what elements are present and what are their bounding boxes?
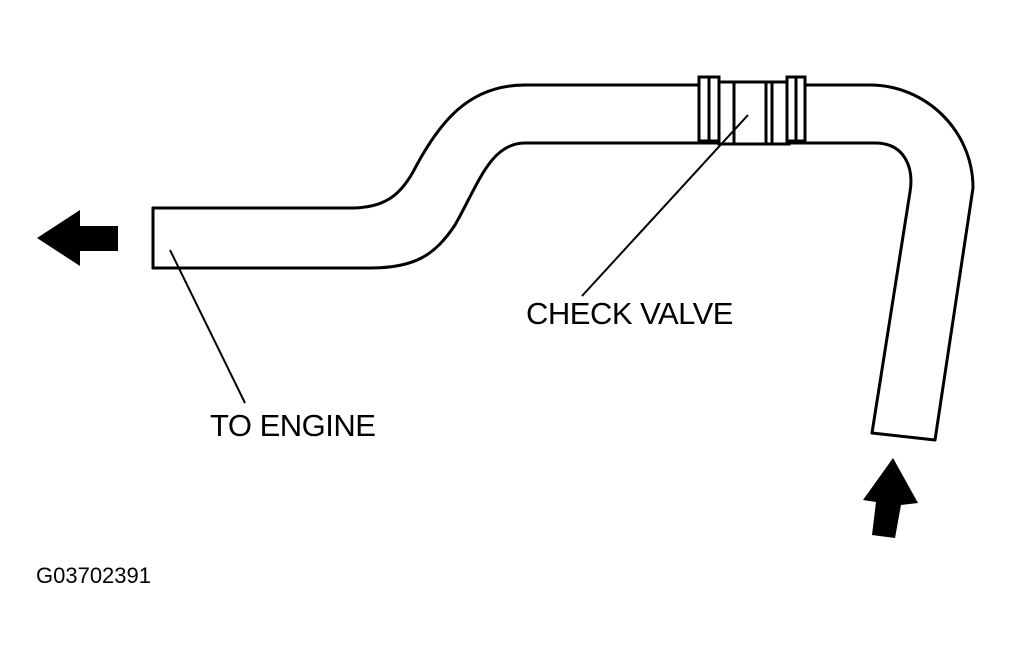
to-engine-label: TO ENGINE	[210, 408, 376, 443]
hose-inner-wall	[151, 141, 913, 435]
hose	[151, 83, 975, 442]
check-valve-leader-line	[581, 114, 749, 297]
figure-id-label: G03702391	[36, 563, 151, 588]
arrow-up-icon	[863, 458, 918, 538]
check-valve-label: CHECK VALVE	[526, 296, 733, 331]
to-engine-leader-line	[169, 249, 246, 404]
check-valve	[697, 75, 807, 146]
arrow-left-icon	[37, 210, 118, 266]
hose-outer-wall	[151, 83, 975, 442]
hose-right-end	[870, 431, 937, 442]
